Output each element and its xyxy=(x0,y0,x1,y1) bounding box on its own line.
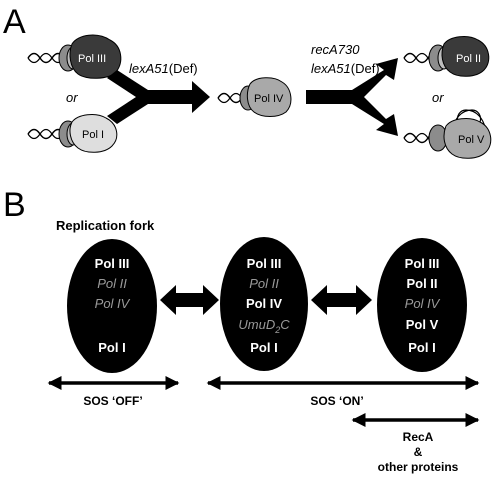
complex-pol-i: Pol I xyxy=(27,114,118,153)
or-text-right: or xyxy=(432,90,444,105)
oval-sos-on-late: Pol III Pol II Pol IV Pol V Pol I xyxy=(377,238,467,372)
oval3-line2: Pol II xyxy=(406,276,437,291)
complex-pol-ii: Pol II xyxy=(403,36,490,77)
pol-label: Pol IV xyxy=(254,93,284,105)
oval3-line1: Pol III xyxy=(405,256,440,271)
panel-a-label: A xyxy=(3,3,26,41)
oval1-line2: Pol II xyxy=(97,276,127,291)
oval1-line3: Pol IV xyxy=(95,296,131,311)
complex-pol-iv: Pol IV xyxy=(217,77,292,117)
oval-sos-on-early: Pol III Pol II Pol IV UmuD2C Pol I xyxy=(220,237,308,371)
pol-label: Pol III xyxy=(78,53,106,65)
oval2-line4: UmuD2C xyxy=(238,317,290,335)
or-text-left: or xyxy=(66,90,78,105)
umud-tail: C xyxy=(280,317,290,332)
mutation2-gene: lexA51 xyxy=(311,61,351,76)
mutation2-line2: lexA51(Def) xyxy=(311,61,380,76)
double-arrow-icon xyxy=(311,285,372,315)
pol-label: Pol II xyxy=(456,53,481,65)
oval2-line2: Pol II xyxy=(249,276,279,291)
oval1-line1: Pol III xyxy=(95,256,130,271)
mutation1-suffix: (Def) xyxy=(169,61,198,76)
double-arrow-icon xyxy=(160,285,219,315)
umud-text: UmuD xyxy=(238,317,275,332)
pol-label: Pol V xyxy=(458,134,485,146)
oval-sos-off: Pol III Pol II Pol IV Pol I xyxy=(67,239,157,373)
oval-shape xyxy=(67,239,157,373)
pol-i-shape xyxy=(69,114,118,153)
pol-ii-shape xyxy=(441,36,490,77)
oval-shape xyxy=(220,237,308,371)
mutation1-label: lexA51(Def) xyxy=(129,61,198,76)
pol-label: Pol I xyxy=(82,129,104,141)
reca-label-line2: & xyxy=(414,445,423,459)
split-arrow-icon xyxy=(306,58,398,136)
oval2-line1: Pol III xyxy=(247,256,282,271)
sos-off-label: SOS ‘OFF’ xyxy=(83,394,142,408)
merge-arrow-icon xyxy=(107,70,210,124)
oval3-line3: Pol IV xyxy=(405,296,441,311)
reca-label-line1: RecA xyxy=(403,430,434,444)
mutation2-line1: recA730 xyxy=(311,42,360,57)
oval3-line5: Pol I xyxy=(408,340,435,355)
oval2-line5: Pol I xyxy=(250,340,277,355)
umud-sub: 2 xyxy=(274,325,280,335)
oval2-line3: Pol IV xyxy=(246,296,282,311)
oval1-line5: Pol I xyxy=(98,340,125,355)
mutation2-suffix: (Def) xyxy=(351,61,380,76)
panel-b-label: B xyxy=(3,186,26,224)
replication-fork-label: Replication fork xyxy=(56,218,155,233)
sos-on-label: SOS ‘ON’ xyxy=(310,394,363,408)
pol-iv-shape xyxy=(246,77,292,117)
pol-v-shape xyxy=(443,118,492,159)
complex-pol-iii: Pol III xyxy=(27,34,122,79)
mutation1-gene: lexA51 xyxy=(129,61,169,76)
oval3-line4: Pol V xyxy=(406,317,439,332)
reca-label-line3: other proteins xyxy=(378,460,459,474)
complex-pol-v: Pol V xyxy=(403,109,492,159)
oval-shape xyxy=(377,238,467,372)
